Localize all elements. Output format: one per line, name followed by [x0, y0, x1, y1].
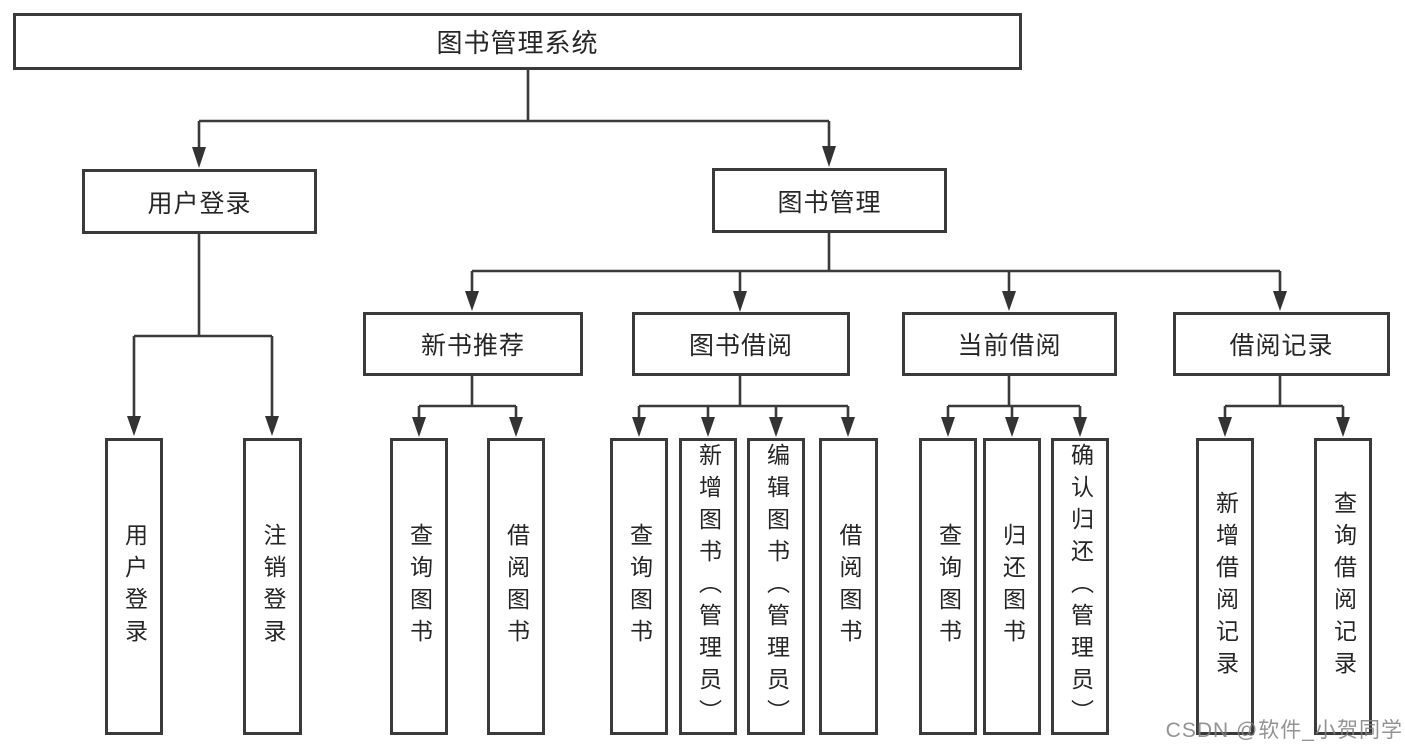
node-book-management: 图书管理: [712, 168, 947, 233]
leaf-add-borrow-record: 新增借阅记录: [1196, 438, 1254, 735]
leaf-query-books-borrowing: 查询图书: [610, 438, 668, 735]
leaf-borrow-books-recommend: 借阅图书: [487, 438, 545, 735]
leaf-query-books-recommend: 查询图书: [390, 438, 448, 735]
node-borrowing-records: 借阅记录: [1173, 312, 1390, 376]
node-current-borrowing: 当前借阅: [902, 312, 1117, 376]
watermark: CSDN @软件_小贺同学: [1165, 719, 1403, 742]
leaf-query-books-current: 查询图书: [919, 438, 977, 735]
leaf-borrow-books-borrowing: 借阅图书: [819, 438, 878, 735]
leaf-return-book: 归还图书: [983, 438, 1041, 735]
leaf-confirm-return-admin: 确认归还（管理员）: [1051, 438, 1109, 735]
leaf-logout: 注销登录: [243, 438, 302, 735]
leaf-edit-book-admin: 编辑图书（管理员）: [747, 438, 805, 735]
node-book-borrowing: 图书借阅: [632, 312, 850, 376]
leaf-user-login: 用户登录: [105, 438, 163, 735]
leaf-query-borrow-record: 查询借阅记录: [1314, 438, 1372, 735]
node-user-login: 用户登录: [82, 169, 317, 234]
leaf-add-book-admin: 新增图书（管理员）: [679, 438, 737, 735]
node-new-book-recommendation: 新书推荐: [363, 312, 583, 376]
node-library-management-system: 图书管理系统: [13, 13, 1022, 70]
